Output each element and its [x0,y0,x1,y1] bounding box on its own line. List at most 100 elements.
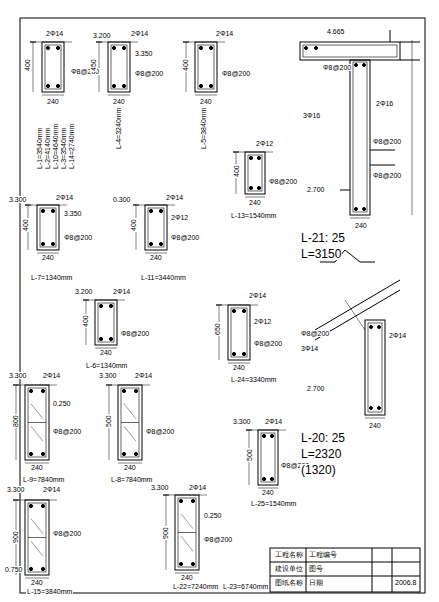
drawing-text: 工程编号 [308,551,338,558]
section-stroke [41,504,44,507]
section-stroke [245,152,265,194]
drawing-text: L-6=1340mm [85,362,128,369]
section-stroke [25,500,49,575]
drawing-text: 3.350 [63,210,83,217]
detail-l21 [300,30,420,218]
drawing-text: 图号 [308,565,324,572]
drawing-text: L-3=3540mm [60,127,67,170]
drawing-text: 2Φ16 [375,100,394,107]
sheet-border [20,18,425,593]
section-stroke [118,385,142,460]
drawing-text: 240 [199,98,213,105]
drawing-text: L-15=3840mm [26,588,73,595]
section-stroke [28,388,46,457]
drawing-text: 工程名称 [274,551,304,558]
section-stroke [195,42,217,92]
drawing-text: 450 [90,58,97,72]
drawing-text: (1320) [300,464,337,476]
section-stroke [198,45,214,89]
section-stroke [245,197,265,198]
section-stroke [121,388,139,457]
drawing-text: L-10=4640mm [52,123,59,170]
section-stroke [41,452,44,455]
section-stroke [121,422,139,423]
drawing-text: 2Φ14 [264,418,283,425]
section-stroke [246,430,286,431]
drawing-text: 800 [12,414,19,428]
section-stroke [145,205,167,250]
section-stroke [46,46,49,49]
section-stroke [31,426,43,441]
drawing-text: 4.665 [326,28,346,35]
drawing-text: Φ8@200 [253,340,283,347]
drawing-text: 500 [105,414,112,428]
drawing-text: L-23=6740mm [222,583,269,590]
section-stroke [232,352,235,355]
section-stroke [124,404,136,419]
section-stroke [42,42,64,92]
section-stroke [41,567,44,570]
section-stroke [178,498,196,567]
section-stroke [159,209,162,212]
drawing-text: Φ8@200 [221,70,251,77]
section-stroke [257,186,260,189]
drawing-text: 500 [246,448,253,462]
drawing-text: 240 [368,422,382,429]
drawing-text: 3.300 [8,372,28,379]
section-stroke [261,433,275,482]
section-stroke [122,84,125,87]
drawing-text: 2Φ14 [188,484,207,491]
section-stroke [56,46,59,49]
drawing-text: L-21: 25 [300,232,346,244]
section-stroke [122,389,125,392]
drawing-text: L-9=7840mm [22,476,65,483]
drawing-text: Φ8@200 [322,64,352,71]
drawing-text: L=2320 [300,448,342,460]
drawing-text: 650 [214,322,221,336]
drawing-text: Φ8@200 [63,234,93,241]
drawing-text: L-1=3540mm [36,127,43,170]
drawing-text: 400 [82,314,89,328]
section-stroke [108,95,130,96]
drawing-text: 2.700 [306,186,326,193]
drawing-text: 2.700 [306,385,326,392]
section-stroke [242,309,245,312]
drawing-text: 240 [123,464,137,471]
section-stroke [111,45,127,89]
drawing-text: 2Φ14 [45,30,64,37]
beam-sections [13,42,286,578]
section-stroke [191,499,194,502]
section-stroke [163,495,207,496]
drawing-text: 240 [30,579,44,586]
section-stroke [40,208,56,247]
drawing-text: 400 [233,164,240,178]
section-stroke [45,45,61,89]
drawing-text: L-20: 25 [300,432,346,444]
drawing-text: 建设单位 [274,565,304,572]
section-stroke [133,205,175,206]
drawing-text: Φ8@200 [134,70,164,77]
section-stroke [51,242,54,245]
drawing-text: L-5=3840mm [200,107,207,150]
drawing-text: 0.300 [112,196,132,203]
drawing-text: 400 [22,218,29,232]
section-stroke [262,434,265,437]
drawing-text: 3.200 [92,32,112,39]
drawing-text: 2Φ14 [134,372,153,379]
section-stroke [41,209,44,212]
section-stroke [258,430,278,485]
drawing-text: 900 [12,530,19,544]
drawing-text: L=3150 [300,248,342,260]
drawing-text: 240 [354,222,368,229]
section-stroke [242,352,245,355]
section-stroke [28,503,46,572]
section-stroke [109,337,112,340]
drawing-text: 2Φ14 [165,194,184,201]
drawing-text: 900 [162,526,169,540]
section-stroke [96,42,138,43]
drawing-text: 3Φ16 [302,112,321,119]
drawing-text: L-24=3340mm [230,376,277,383]
drawing-text: 240 [232,364,246,371]
section-stroke [179,562,182,565]
section-stroke [29,504,32,507]
